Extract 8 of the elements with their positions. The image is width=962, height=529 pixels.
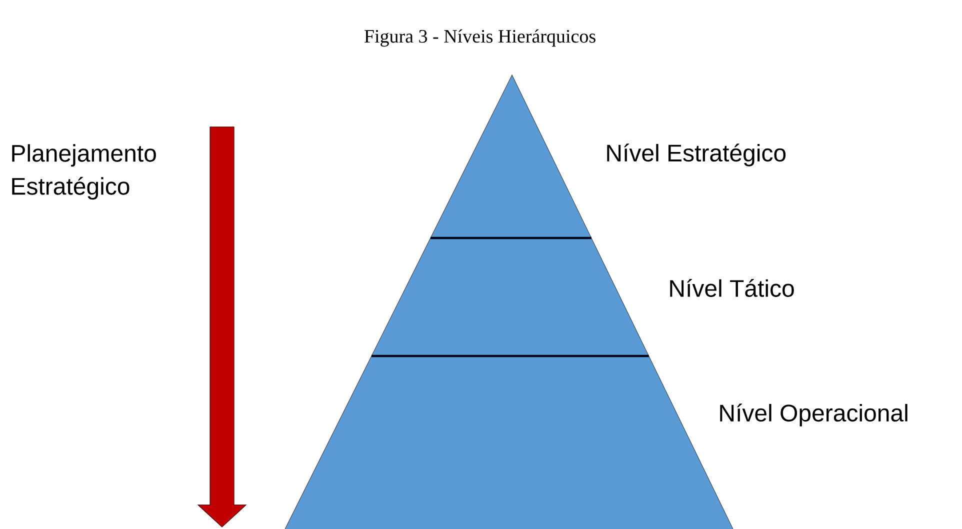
node-label: Nível Estratégico: [607, 144, 786, 166]
node-label: Nível Tático: [670, 279, 794, 297]
side-label: Planejamento Estratégico: [12, 144, 156, 200]
pyramid-level: Nível Estratégico: [430, 75, 786, 238]
pyramid-level: Nível Tático: [372, 238, 794, 356]
figure-title: Figura 3 - Níveis Hierárquicos: [364, 29, 596, 47]
pyramid-level: Nível Operacional: [285, 356, 908, 529]
node-label: Nível Operacional: [720, 404, 908, 426]
